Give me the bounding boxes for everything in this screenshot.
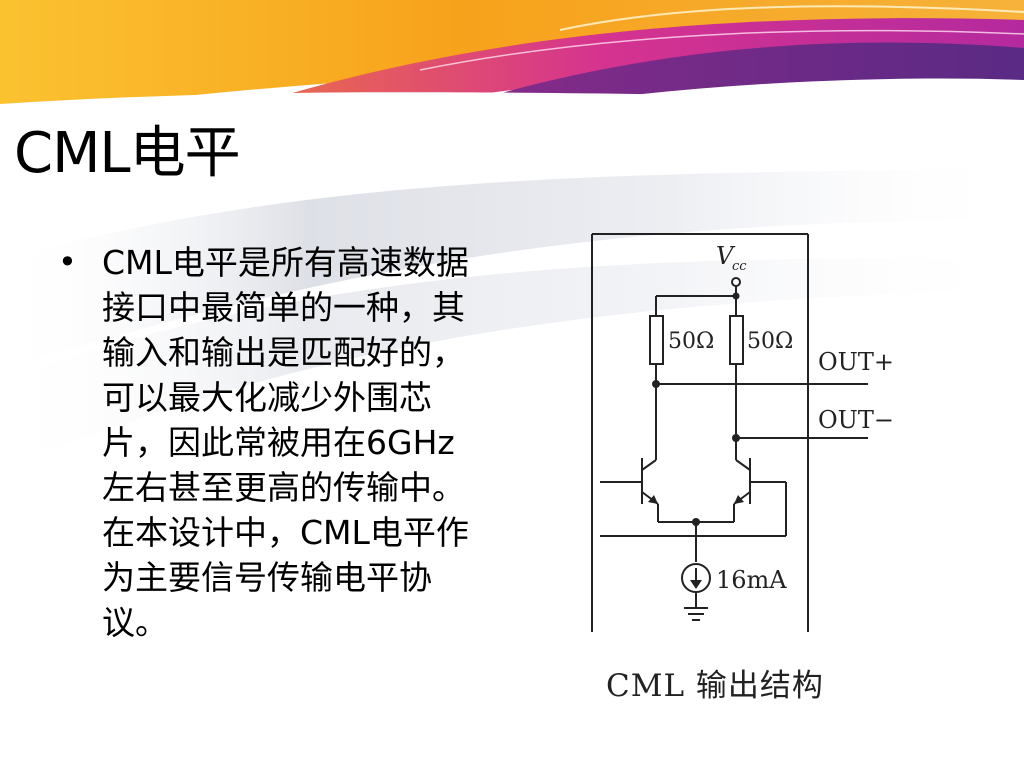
out-plus-label: OUT+: [818, 348, 894, 376]
bullet-list: • CML电平是所有高速数据接口中最简单的一种，其输入和输出是匹配好的，可以最大…: [58, 240, 478, 645]
resistor-left-label: 50Ω: [668, 329, 714, 354]
bullet-dot-icon: •: [58, 243, 77, 281]
decorative-banner: [0, 0, 1024, 130]
resistor-right: [729, 315, 744, 365]
bullet-text: CML电平是所有高速数据接口中最简单的一种，其输入和输出是匹配好的，可以最大化减…: [102, 243, 469, 642]
decorative-swoosh: [0, 170, 1024, 470]
bullet-item: • CML电平是所有高速数据接口中最简单的一种，其输入和输出是匹配好的，可以最大…: [58, 240, 478, 645]
resistor-left: [649, 315, 664, 365]
slide-title: CML电平: [14, 121, 241, 186]
vcc-subscript: cc: [732, 259, 747, 274]
cml-circuit-diagram: V cc 50Ω 50Ω OUT+ OUT− 16mA: [591, 233, 894, 632]
vcc-label: V: [716, 242, 736, 270]
resistor-right-label: 50Ω: [747, 329, 793, 354]
out-minus-label: OUT−: [818, 406, 894, 434]
current-source-label: 16mA: [716, 566, 787, 594]
figure-caption: CML 输出结构: [606, 668, 824, 704]
